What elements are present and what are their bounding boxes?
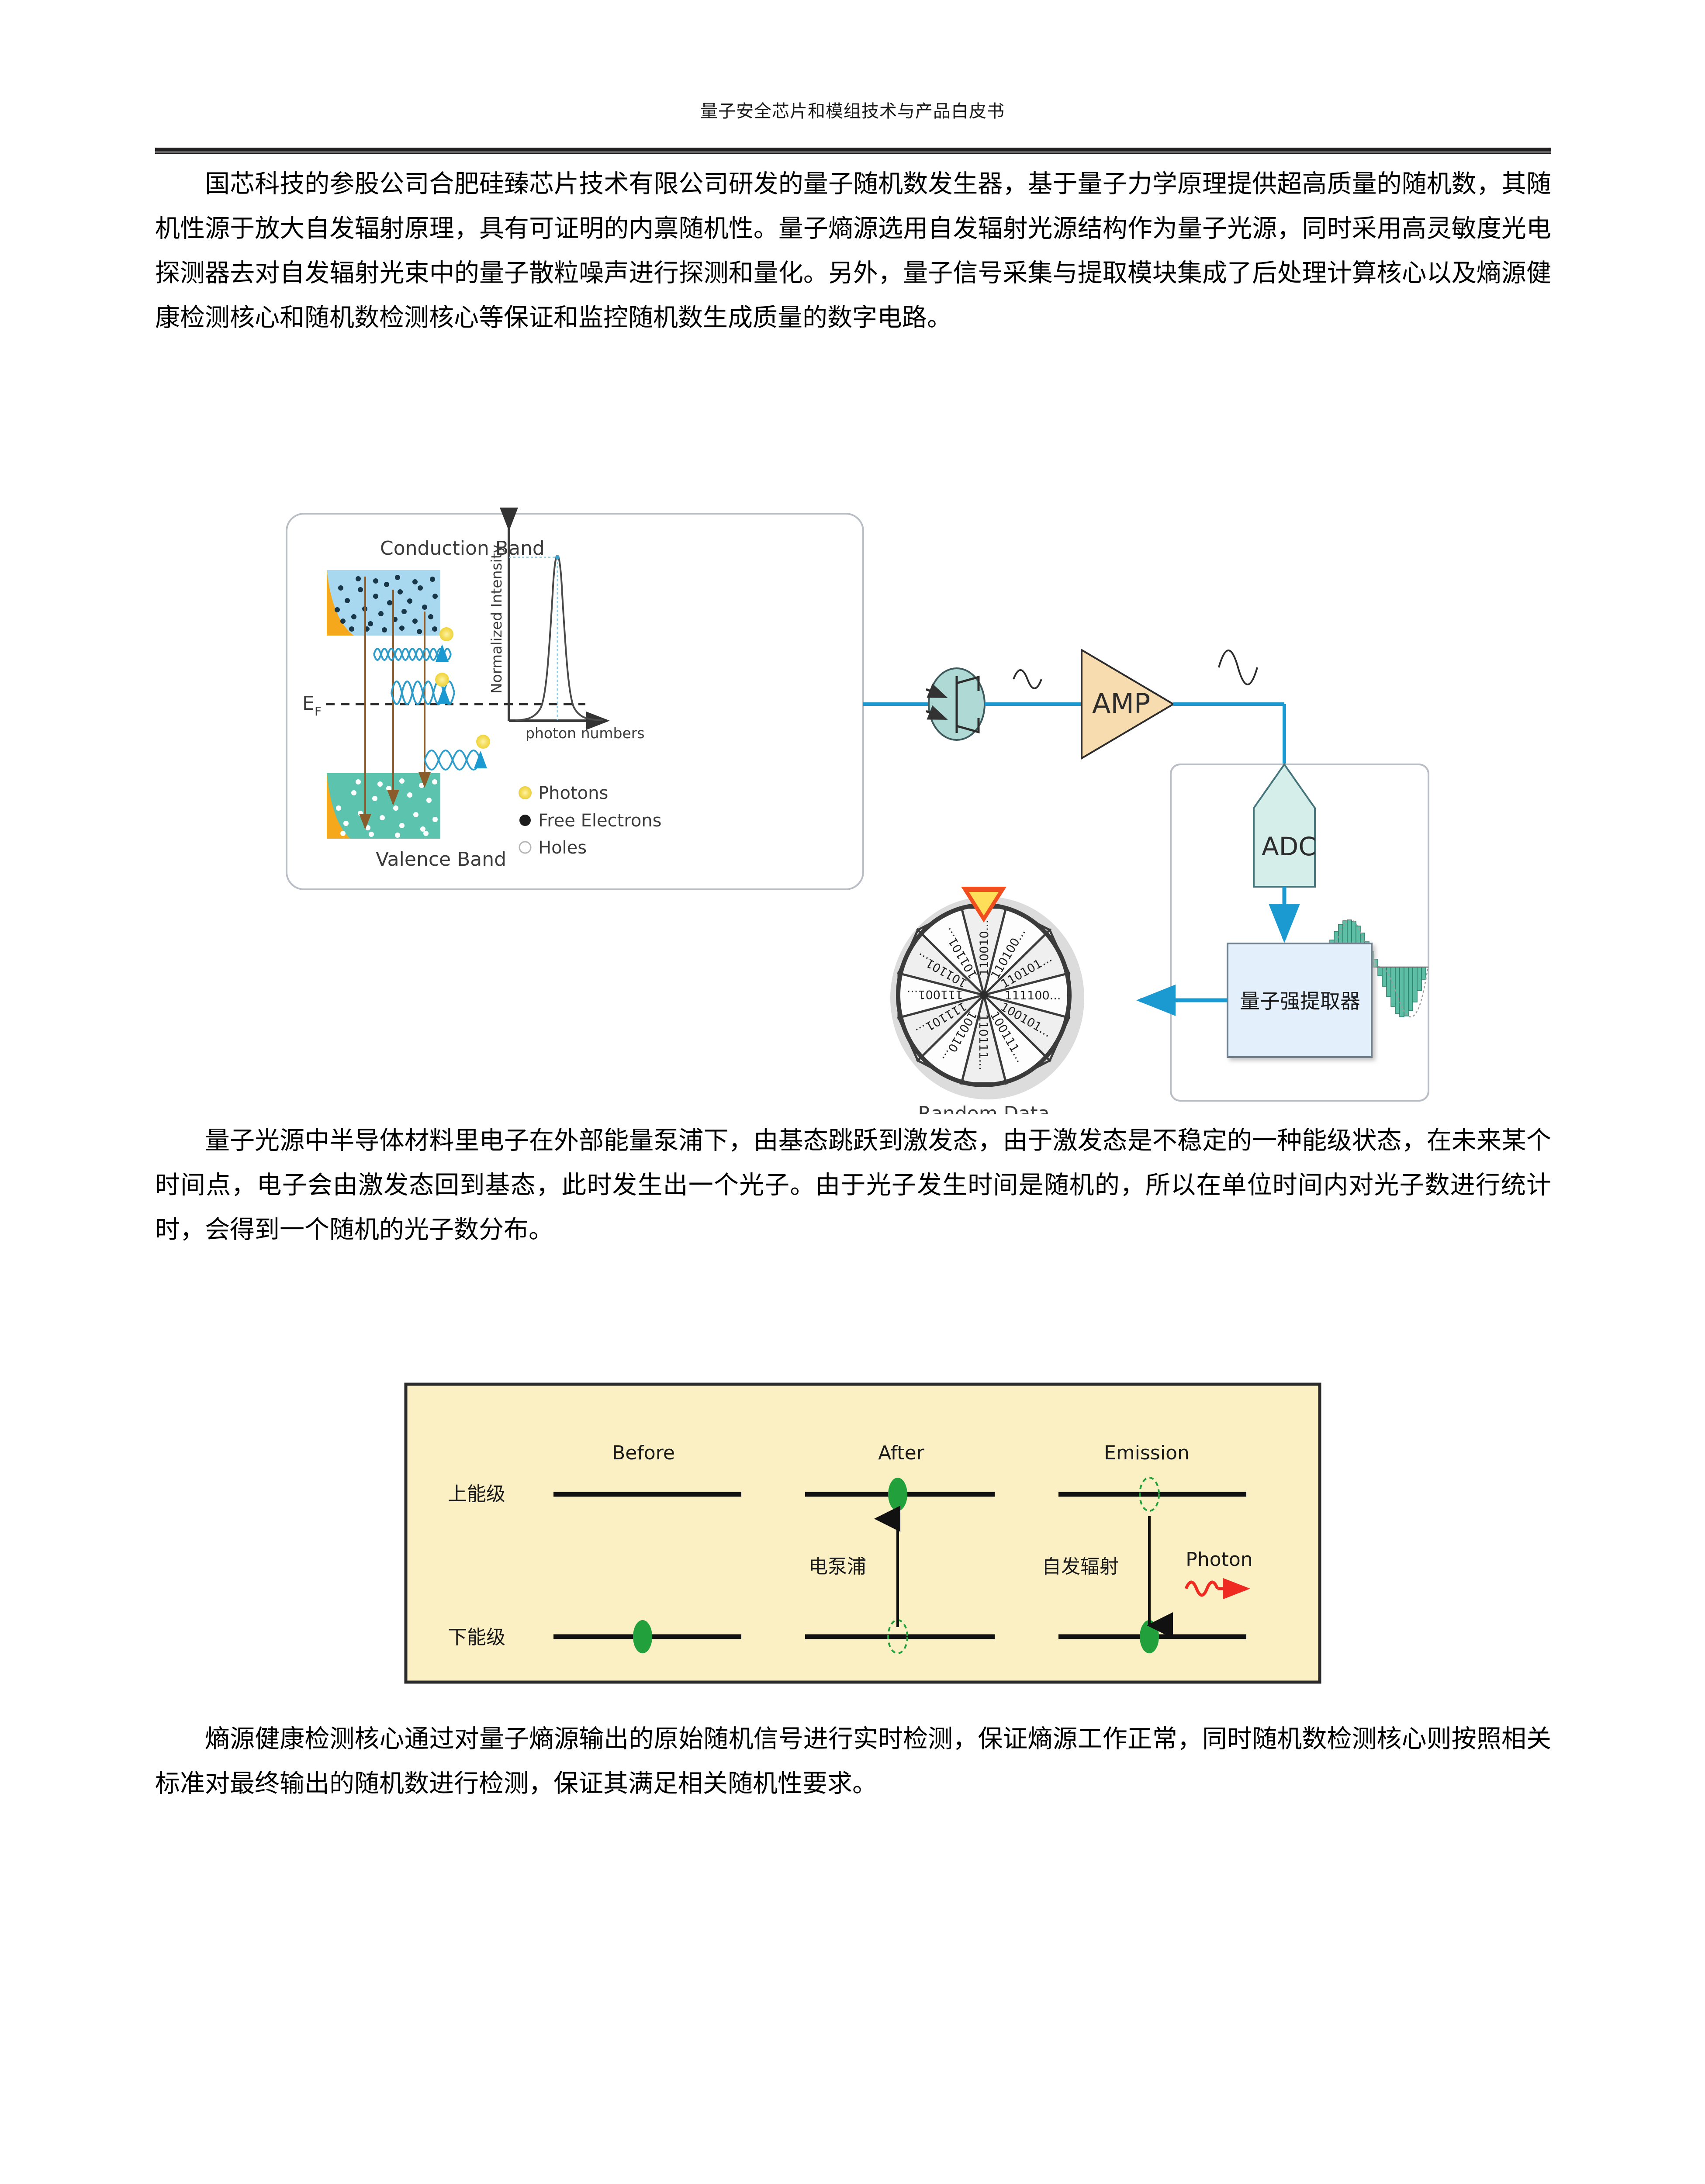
figure-qrng-diagram: Conduction Band: [271, 502, 1450, 1114]
document-body-2: 量子光源中半导体材料里电子在外部能量泵浦下，由基态跳跃到激发态，由于激发态是不稳…: [155, 1118, 1551, 1252]
document-body: 国芯科技的参股公司合肥硅臻芯片技术有限公司研发的量子随机数发生器，基于量子力学原…: [155, 162, 1551, 340]
pump-label: 电泵浦: [809, 1555, 866, 1578]
band-diagram-legend: Photons Free Electrons Holes: [519, 783, 662, 858]
photon-marker-1: [439, 627, 453, 641]
electron-after-upper: [888, 1478, 907, 1511]
photon-marker-3: [476, 735, 490, 749]
document-body-3: 熵源健康检测核心通过对量子熵源输出的原始随机信号进行实时检测，保证熵源工作正常，…: [155, 1717, 1551, 1806]
plot-x-axis-label: photon numbers: [526, 725, 645, 742]
random-data-wheel: 110010... 110100... 110101... 111100... …: [890, 887, 1084, 1114]
wheel-segment-label: 110010...: [978, 920, 991, 976]
amplifier-label: AMP: [1092, 688, 1150, 719]
electron-before-lower: [633, 1620, 652, 1653]
fermi-level-subscript: F: [315, 704, 322, 719]
legend-label-holes: Holes: [538, 838, 587, 858]
random-data-caption: Random Data: [918, 1102, 1049, 1114]
legend-label-photons: Photons: [538, 783, 608, 803]
page-header-title: 量子安全芯片和模组技术与产品白皮书: [700, 101, 1005, 121]
wheel-pointer-icon: [961, 887, 1006, 923]
photon-marker-2: [435, 673, 449, 687]
column-header-before: Before: [612, 1442, 675, 1464]
photodetector-symbol: [926, 667, 986, 741]
band-structure-panel: Conduction Band: [286, 508, 864, 890]
amplified-sine-wave: [1218, 650, 1258, 685]
column-header-emission: Emission: [1104, 1442, 1190, 1464]
wheel-segment-label: 111100...: [1005, 989, 1061, 1002]
photon-legend-icon: [519, 786, 532, 799]
row-label-lower-level: 下能级: [448, 1626, 505, 1648]
wheel-segment-label: 111001...: [907, 988, 963, 1001]
spontaneous-emission-label: 自发辐射: [1042, 1555, 1119, 1578]
legend-label-free-electrons: Free Electrons: [538, 811, 662, 831]
quantum-extractor-label: 量子强提取器: [1240, 989, 1360, 1013]
free-electron-legend-icon: [519, 815, 531, 826]
photon-number-distribution-plot: Normalized Intensity photon numbers: [488, 508, 645, 742]
wheel-segment-label: 110111...: [976, 1014, 990, 1071]
electron-after-lower-ghost: [887, 1619, 908, 1654]
fermi-level-label: E: [302, 692, 315, 715]
conduction-band-label: Conduction Band: [380, 537, 545, 560]
paragraph-2: 量子光源中半导体材料里电子在外部能量泵浦下，由基态跳跃到激发态，由于激发态是不稳…: [155, 1126, 1551, 1244]
header-divider: [155, 148, 1551, 154]
quantum-extractor-block: [1227, 943, 1373, 1058]
valence-band-label: Valence Band: [376, 848, 506, 871]
hole-legend-icon: [519, 841, 532, 854]
paragraph-3: 熵源健康检测核心通过对量子熵源输出的原始随机信号进行实时检测，保证熵源工作正常，…: [155, 1724, 1551, 1798]
electron-emission-upper-ghost: [1139, 1477, 1160, 1512]
paragraph-1: 国芯科技的参股公司合肥硅臻芯片技术有限公司研发的量子随机数发生器，基于量子力学原…: [155, 169, 1551, 332]
column-header-after: After: [878, 1442, 925, 1464]
plot-y-axis-label: Normalized Intensity: [488, 545, 505, 694]
adc-block: ADC: [1253, 763, 1316, 888]
figure-energy-level-diagram: Before After Emission 上能级 下能级: [404, 1382, 1321, 1684]
adc-label: ADC: [1262, 832, 1316, 861]
amplifier-block: AMP: [1081, 648, 1175, 760]
small-sine-wave: [1013, 669, 1042, 689]
row-label-upper-level: 上能级: [448, 1483, 505, 1505]
photon-label: Photon: [1186, 1548, 1252, 1571]
